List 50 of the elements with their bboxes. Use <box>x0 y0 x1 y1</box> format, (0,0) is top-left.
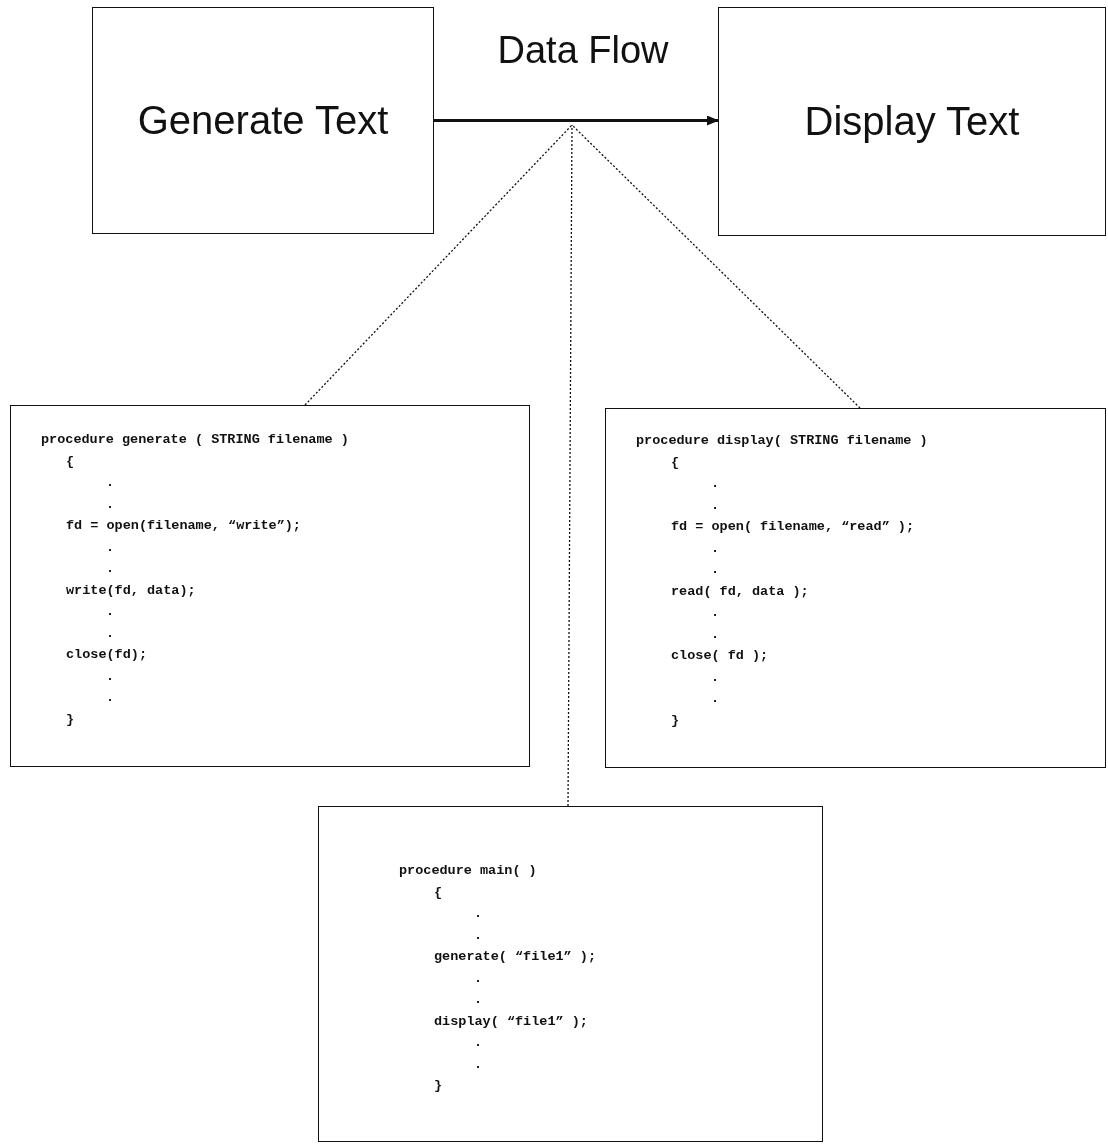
code-line: fd = open(filename, “write”); <box>66 518 301 534</box>
code-line: . <box>106 496 115 513</box>
code-line: fd = open( filename, “read” ); <box>671 519 915 535</box>
code-line: . <box>106 604 115 620</box>
code-line: . <box>474 927 483 944</box>
code-line: . <box>106 475 115 491</box>
code-line: . <box>711 669 720 686</box>
process-box <box>92 7 434 234</box>
code-line: . <box>474 970 483 987</box>
process-box <box>718 7 1106 236</box>
code-line: { <box>66 453 75 470</box>
code-line: . <box>106 625 115 642</box>
code-line: write(fd, data); <box>66 582 196 599</box>
code-box <box>605 408 1106 768</box>
code-line: . <box>711 476 720 492</box>
code-line: . <box>711 626 720 643</box>
code-line: display( “file1” ); <box>434 1013 588 1030</box>
code-line: . <box>711 562 720 578</box>
code-line: . <box>474 906 483 922</box>
code-line: procedure main( ) <box>399 863 537 879</box>
code-line: close(fd); <box>66 647 147 663</box>
code-line: { <box>671 454 680 471</box>
code-line: procedure generate ( STRING filename ) <box>41 432 349 448</box>
arrow <box>434 115 719 126</box>
code-line: . <box>711 605 720 621</box>
code-line: . <box>711 540 720 557</box>
code-line: } <box>671 712 680 729</box>
box-label: Generate Text <box>137 98 389 143</box>
code-line: . <box>711 497 720 514</box>
code-line: . <box>711 691 720 707</box>
code-line: . <box>106 690 115 706</box>
code-line: . <box>474 992 483 1008</box>
box-label: Display Text <box>804 99 1020 144</box>
code-box <box>318 806 823 1142</box>
code-line: . <box>106 668 115 685</box>
leader-line <box>571 124 861 409</box>
code-line: { <box>434 884 443 901</box>
code-line: read( fd, data ); <box>671 583 809 600</box>
code-line: procedure display( STRING filename ) <box>636 433 928 449</box>
leader-line <box>567 124 573 807</box>
code-line: } <box>434 1078 443 1094</box>
code-line: close( fd ); <box>671 648 769 664</box>
code-line: generate( “file1” ); <box>434 949 597 965</box>
code-line: . <box>474 1035 483 1051</box>
code-line: . <box>106 561 115 577</box>
leader-line <box>304 124 573 406</box>
code-line: . <box>106 539 115 556</box>
code-line: . <box>474 1056 483 1073</box>
code-line: } <box>66 711 75 728</box>
code-box <box>10 405 530 767</box>
